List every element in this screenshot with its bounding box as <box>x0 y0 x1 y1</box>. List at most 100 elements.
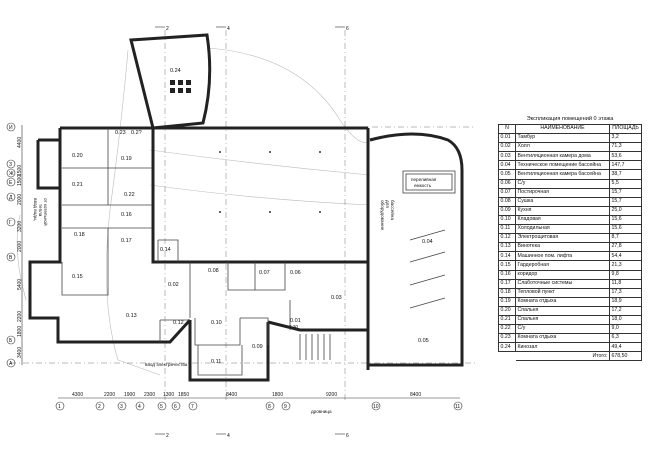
cell-name: Тепловой пункт <box>515 287 610 298</box>
cell-area: 15,6 <box>609 214 642 226</box>
axis-markers-top: 2 4 6 2 4 6 <box>155 26 349 439</box>
cell-area: 9,8 <box>609 269 642 280</box>
cell-num: 0.15 <box>498 260 516 271</box>
axis-left-Z: З <box>9 162 12 168</box>
dim-bottom-9: 8400 <box>410 392 421 398</box>
cell-area: 3,2 <box>609 133 642 144</box>
cell-name: Вентиляционная камера бассейна <box>515 169 610 180</box>
cell-name: Холл <box>515 142 610 153</box>
cell-area: 15,7 <box>609 196 642 207</box>
cell-name: Вентиляционная камера дома <box>515 151 610 162</box>
walls <box>28 33 464 382</box>
header-area: ПЛОЩАДЬ <box>609 123 642 135</box>
plan-notes: переливная емкость оборудование для басс… <box>33 177 437 414</box>
room-label-023: 0.23 <box>115 130 126 136</box>
dim-bottom-8: 9200 <box>326 392 337 398</box>
axis-top-6: 6 <box>346 26 349 32</box>
total-label: Итого: <box>515 351 610 362</box>
note-electric-input: ввод электричества <box>145 362 188 367</box>
dim-left-9: 3400 <box>17 347 23 358</box>
cell-name: Комната отдыха <box>515 296 610 307</box>
axis-bottom-11: 11 <box>455 404 460 410</box>
dim-bottom-1: 2200 <box>104 392 115 398</box>
axis-markers-left: И З Ж Е Д Г В Б А 4400 1500 1500 2000 32… <box>6 122 23 368</box>
room-label-004: 0.04 <box>422 239 433 245</box>
room-label-016: 0.16 <box>121 212 132 218</box>
header-name: НАИМЕНОВАНИЕ <box>515 123 610 135</box>
room-label-020: 0.20 <box>72 153 83 159</box>
room-label-008: 0.08 <box>208 268 219 274</box>
cell-area: 71,3 <box>609 142 642 153</box>
axis-grid <box>10 30 475 400</box>
cell-area: 6,3 <box>609 333 642 344</box>
room-label-005: 0.05 <box>418 338 429 344</box>
cell-name: Кухня <box>515 205 610 216</box>
header-num: N <box>498 123 516 135</box>
room-label-007: 0.07 <box>259 270 270 276</box>
cell-area: 8,7 <box>609 233 642 244</box>
table-header-row: N НАИМЕНОВАНИЕ ПЛОЩАДЬ <box>498 123 642 135</box>
room-label-014: 0.14 <box>160 247 171 253</box>
note-heat-input-1: ввод воды, <box>33 198 38 221</box>
axis-left-Zh: Ж <box>9 171 14 177</box>
room-labels: 0.24 0.23 0.2? 0.20 0.19 0.21 0.22 0.16 … <box>72 68 433 365</box>
dim-left-1: 1500 <box>17 165 23 176</box>
axis-left-I: И <box>9 125 13 131</box>
cell-num: 0.07 <box>498 187 516 198</box>
dim-left-8: 1800 <box>17 326 23 337</box>
axis-bottom-cut-2: 2 <box>166 433 169 439</box>
note-heat-input-2: тепла <box>38 204 43 217</box>
room-label-015: 0.15 <box>72 274 83 280</box>
room-label-022: 0.22 <box>124 192 135 198</box>
room-label-001: 0.01 <box>290 318 301 324</box>
cell-name: Техническое помещение бассейна <box>515 160 610 171</box>
cell-area: 18,9 <box>609 296 642 307</box>
cell-name: коридор <box>515 269 610 280</box>
axis-left-A: А <box>9 361 13 367</box>
note-transfer-tank-2: емкость <box>414 183 432 188</box>
axis-bottom-8: 8 <box>268 404 271 410</box>
axis-left-G: Г <box>9 220 12 226</box>
axis-bottom-10: 10 <box>373 404 379 410</box>
cell-num: 0.10 <box>498 214 516 226</box>
cell-name: Спальня <box>515 305 610 316</box>
room-label-019: 0.19 <box>121 156 132 162</box>
cell-name: Тамбур <box>515 133 610 144</box>
room-label-011: 0.11 <box>211 359 221 365</box>
dim-left-4: 3200 <box>17 221 23 232</box>
dim-left-6: 5400 <box>17 279 23 290</box>
room-label-006: 0.06 <box>290 270 301 276</box>
cell-num: 0.22 <box>498 324 516 335</box>
axis-bottom-cut-4: 4 <box>227 433 230 439</box>
cell-num: 0.14 <box>498 251 516 262</box>
room-label-002: 0.02 <box>168 282 179 288</box>
dim-left-7: 2200 <box>17 311 23 322</box>
total-value: 678,50 <box>609 351 642 362</box>
cell-name: С/у <box>515 178 610 189</box>
cell-num: 0.21 <box>498 314 516 326</box>
cell-num: 0.12 <box>498 233 516 244</box>
cell-area: 15,7 <box>609 187 642 198</box>
dim-bottom-7: 1800 <box>272 392 283 398</box>
axis-markers-bottom: 1 2 3 4 5 6 7 8 9 10 11 4300 2200 1900 2… <box>55 392 463 411</box>
cell-area: 21,3 <box>609 260 642 271</box>
axis-bottom-7: 7 <box>191 404 194 410</box>
cell-num: 0.16 <box>498 269 516 280</box>
axis-bottom-2: 2 <box>98 404 101 410</box>
cell-num: 0.17 <box>498 278 516 289</box>
axis-bottom-6: 6 <box>174 404 177 410</box>
